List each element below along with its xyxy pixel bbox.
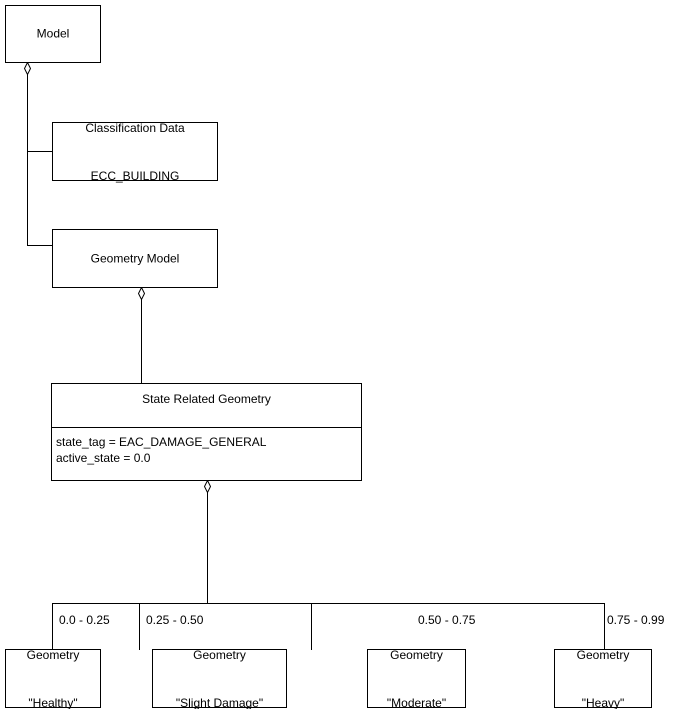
node-geometry-model[interactable]: Geometry Model: [52, 229, 218, 288]
connector-drop-healthy: [52, 603, 53, 650]
node-model-label: Model: [36, 26, 70, 41]
node-geometry-healthy-text: Geometry "Healthy": [6, 615, 100, 709]
node-state-related-geometry[interactable]: State Related Geometry state_tag = EAC_D…: [51, 383, 362, 481]
connector-model-to-classification-data: [27, 151, 53, 152]
connector-state-geometry-drop: [207, 492, 208, 603]
connector-drop-slight-damage: [139, 603, 140, 650]
node-geometry-healthy-line1: Geometry: [26, 647, 80, 662]
edge-label-range-healthy: 0.0 - 0.25: [59, 613, 110, 627]
connector-drop-heavy: [604, 603, 605, 650]
edge-label-range-moderate: 0.50 - 0.75: [418, 613, 476, 627]
node-geometry-moderate-line2: "Moderate": [386, 695, 447, 709]
connector-model-to-geometry-model: [27, 245, 53, 246]
node-geometry-heavy-line2: "Heavy": [581, 695, 625, 709]
node-geometry-model-label: Geometry Model: [90, 251, 180, 265]
node-classification-data-line1: Classification Data: [85, 120, 185, 135]
node-geometry-healthy[interactable]: Geometry "Healthy": [5, 648, 101, 709]
node-classification-data-text: Classification Data ECC_BUILDING: [53, 88, 217, 216]
node-model[interactable]: Model: [5, 5, 101, 63]
node-state-related-geometry-attributes: state_tag = EAC_DAMAGE_GENERAL active_st…: [52, 428, 361, 480]
node-geometry-healthy-line2: "Healthy": [28, 695, 78, 709]
edge-label-range-heavy: 0.75 - 0.99: [607, 613, 665, 627]
node-state-related-geometry-title-compartment: State Related Geometry: [52, 384, 361, 428]
node-classification-data-line2: ECC_BUILDING: [90, 168, 180, 183]
node-geometry-heavy[interactable]: Geometry "Heavy": [554, 648, 652, 709]
edge-label-range-slight-damage: 0.25 - 0.50: [146, 613, 204, 627]
node-geometry-moderate-line1: Geometry: [390, 647, 443, 662]
node-geometry-slight-damage-line1: Geometry: [193, 647, 246, 662]
attribute-active-state: active_state = 0.0: [56, 451, 151, 465]
connector-drop-moderate: [311, 603, 312, 650]
node-state-related-geometry-title: State Related Geometry: [142, 392, 271, 406]
node-geometry-heavy-line1: Geometry: [576, 647, 630, 662]
node-geometry-slight-damage-line2: "Slight Damage": [175, 695, 264, 709]
node-geometry-slight-damage-text: Geometry "Slight Damage": [153, 615, 286, 709]
connector-model-bus: [27, 74, 28, 246]
attribute-state-tag: state_tag = EAC_DAMAGE_GENERAL: [56, 435, 267, 449]
connector-geometry-model-to-state-related-geometry: [141, 299, 142, 384]
node-geometry-moderate[interactable]: Geometry "Moderate": [367, 648, 466, 709]
node-classification-data[interactable]: Classification Data ECC_BUILDING: [52, 121, 218, 183]
node-geometry-heavy-text: Geometry "Heavy": [555, 615, 651, 709]
connector-damage-state-bus: [52, 603, 605, 604]
node-geometry-slight-damage[interactable]: Geometry "Slight Damage": [152, 648, 287, 709]
node-geometry-moderate-text: Geometry "Moderate": [368, 615, 465, 709]
